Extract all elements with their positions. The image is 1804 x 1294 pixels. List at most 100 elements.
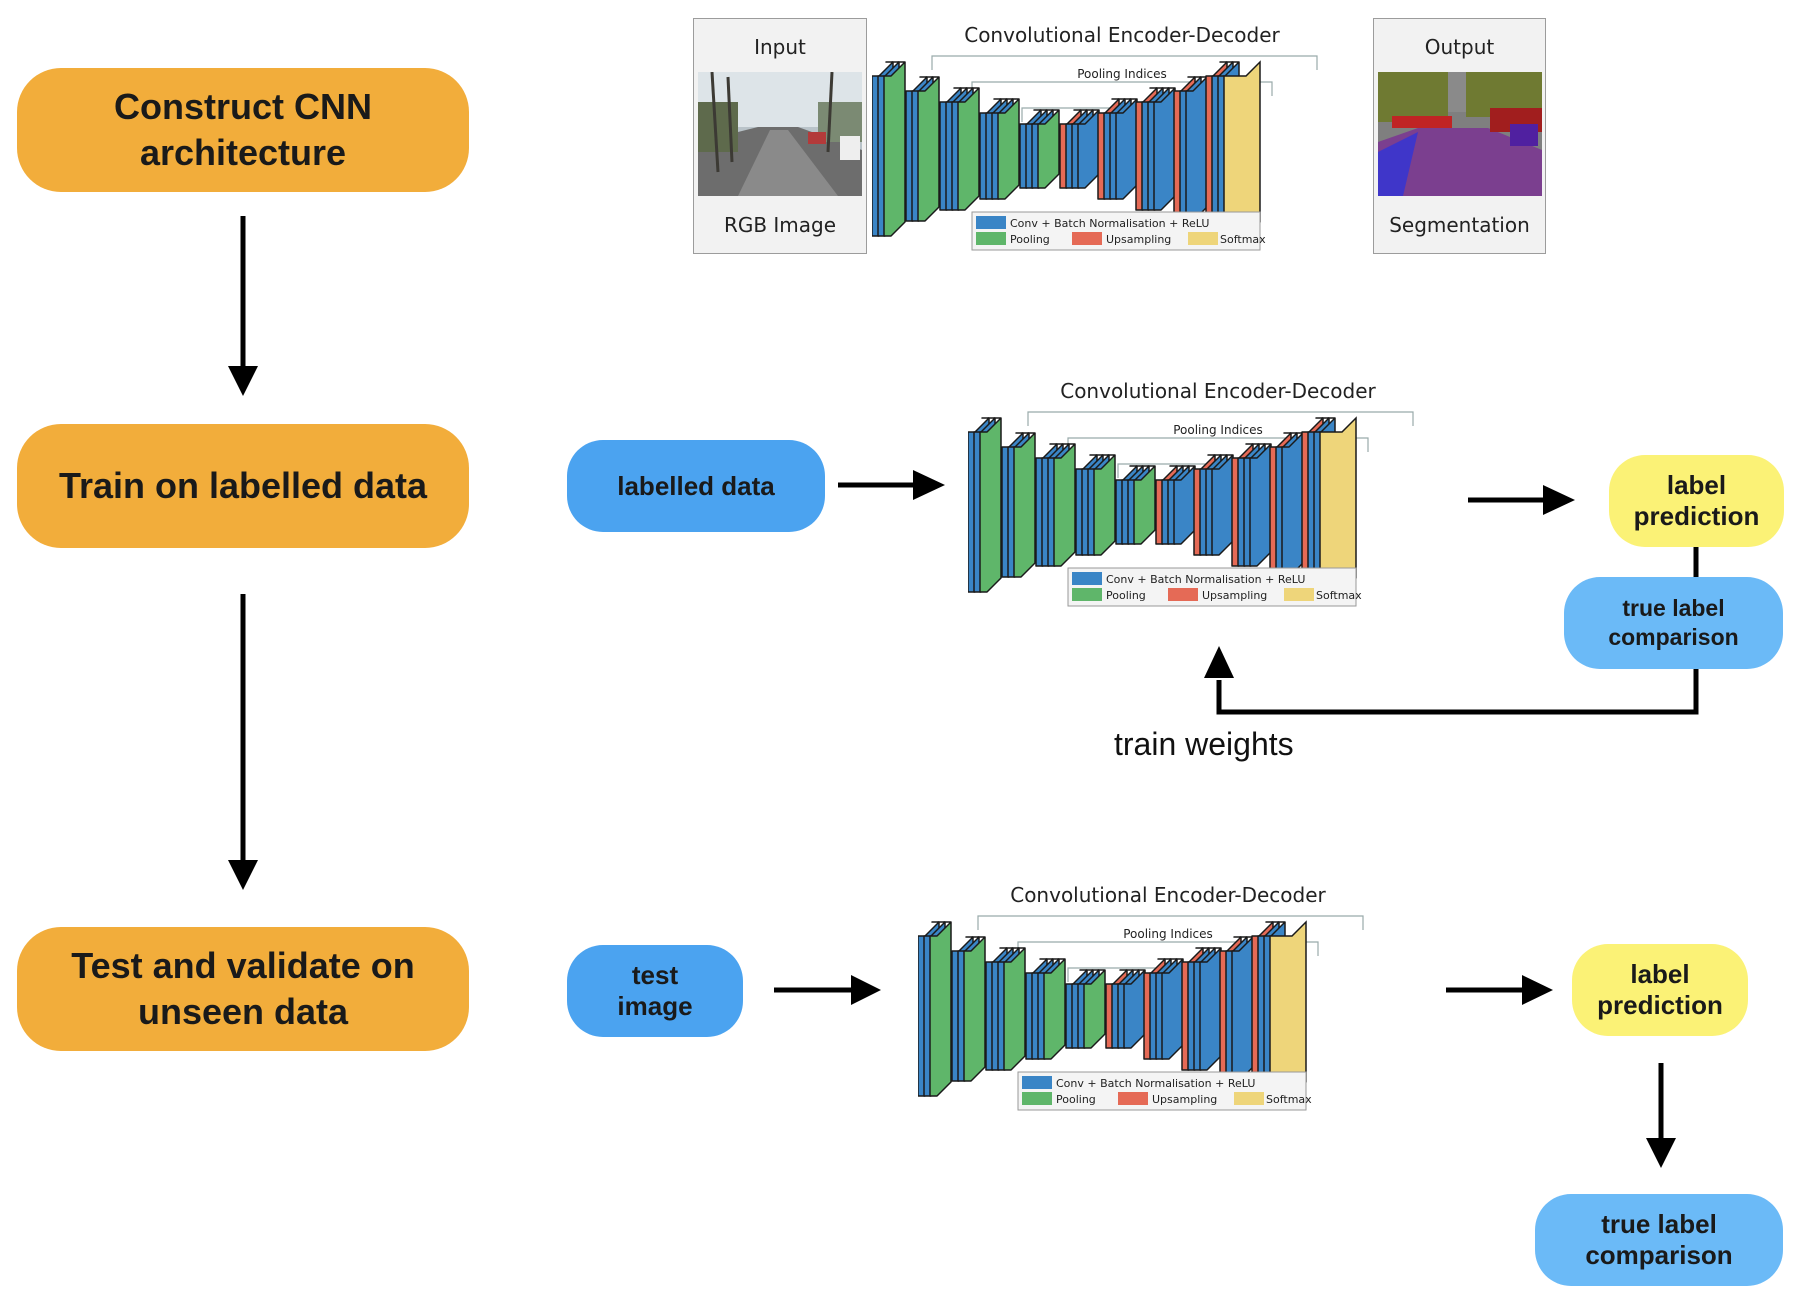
- output-header: Output: [1424, 35, 1495, 59]
- legend-upsampling-label: Upsampling: [1106, 233, 1171, 246]
- rgb-street-image: [698, 72, 862, 196]
- network-legend: Conv + Batch Normalisation + ReLU Pooling…: [1067, 567, 1362, 607]
- arrowhead-train-to-test: [228, 860, 258, 890]
- step-train: Train on labelled data: [17, 424, 469, 548]
- segmentation-image: [1378, 72, 1542, 196]
- input-caption: RGB Image: [723, 213, 837, 237]
- arrowhead-labelled-to-network: [913, 470, 945, 500]
- train-true-label-comparison: true label comparison: [1564, 577, 1783, 669]
- legend-pooling-label: Pooling: [1056, 1093, 1096, 1106]
- arrowhead-train-weights: [1204, 646, 1234, 678]
- conv-layer: [1173, 465, 1196, 545]
- conv-layer: [1211, 454, 1234, 556]
- legend-softmax-label: Softmax: [1316, 589, 1362, 602]
- pooling-indices-label: Pooling Indices: [1173, 423, 1263, 437]
- legend-upsampling-label: Upsampling: [1202, 589, 1267, 602]
- train-weights-feedback-line: [1216, 669, 1699, 715]
- legend-upsampling-swatch: [1072, 232, 1102, 245]
- legend-softmax-label: Softmax: [1266, 1093, 1312, 1106]
- train-weights-label: train weights: [1114, 726, 1294, 762]
- legend-upsampling-swatch: [1118, 1092, 1148, 1105]
- pooling-layer: [1133, 465, 1156, 545]
- output-caption: Segmentation: [1389, 213, 1530, 237]
- pooling-index-line: [1027, 411, 1414, 426]
- conv-layer: [1077, 109, 1100, 189]
- pooling-indices-label: Pooling Indices: [1077, 67, 1167, 81]
- conv-layer: [1161, 958, 1184, 1060]
- pooling-layer: [997, 98, 1020, 200]
- arrowhead-network-to-prediction-train: [1543, 485, 1575, 515]
- input-panel: Input RGB Image: [693, 18, 867, 254]
- pooling-layer: [963, 936, 986, 1082]
- legend-pooling-swatch: [1072, 588, 1102, 601]
- conv-layer: [1281, 432, 1304, 578]
- network-title: Convolutional Encoder-Decoder: [1060, 379, 1376, 403]
- legend-conv-label: Conv + Batch Normalisation + ReLU: [1010, 217, 1209, 230]
- softmax-layer: [1319, 416, 1357, 593]
- conv-layer: [1123, 969, 1146, 1049]
- legend-softmax-label: Softmax: [1220, 233, 1266, 246]
- arrowhead-construct-to-train: [228, 366, 258, 396]
- legend-softmax-swatch: [1188, 232, 1218, 245]
- network-title: Convolutional Encoder-Decoder: [1010, 883, 1326, 907]
- pooling-layer: [979, 417, 1002, 593]
- network-title: Convolutional Encoder-Decoder: [964, 23, 1280, 47]
- legend-conv-swatch: [1022, 1076, 1052, 1089]
- pooling-layer: [917, 76, 940, 222]
- conv-layer: [1199, 947, 1222, 1071]
- step-test: Test and validate on unseen data: [17, 927, 469, 1051]
- legend-conv-label: Conv + Batch Normalisation + ReLU: [1106, 573, 1305, 586]
- legend-upsampling-swatch: [1168, 588, 1198, 601]
- pooling-layer: [1037, 109, 1060, 189]
- legend-pooling-swatch: [1022, 1092, 1052, 1105]
- pooling-index-line: [931, 55, 1318, 70]
- pooling-layer: [883, 61, 906, 237]
- network-legend: Conv + Batch Normalisation + ReLU Pooling…: [971, 211, 1266, 251]
- legend-softmax-swatch: [1234, 1092, 1264, 1105]
- softmax-layer: [1223, 60, 1261, 237]
- conv-layer: [1249, 443, 1272, 567]
- conv-layer: [1185, 76, 1208, 222]
- test-true-label-comparison: true label comparison: [1535, 1194, 1783, 1286]
- pooling-indices-label: Pooling Indices: [1123, 927, 1213, 941]
- pooling-layer: [1083, 969, 1106, 1049]
- network-legend: Conv + Batch Normalisation + ReLU Pooling…: [1017, 1071, 1312, 1111]
- legend-pooling-label: Pooling: [1106, 589, 1146, 602]
- conv-layer: [1153, 87, 1176, 211]
- input-header: Input: [754, 35, 806, 59]
- arrowhead-test-to-network: [851, 975, 881, 1005]
- labelled-data-input: labelled data: [567, 440, 825, 532]
- pooling-layer: [1003, 947, 1026, 1071]
- pooling-layer: [1093, 454, 1116, 556]
- step-construct-cnn: Construct CNN architecture: [17, 68, 469, 192]
- test-image-input: test image: [567, 945, 743, 1037]
- output-panel: Output Segmentation: [1373, 18, 1546, 254]
- legend-conv-label: Conv + Batch Normalisation + ReLU: [1056, 1077, 1255, 1090]
- arrowhead-prediction-to-comparison-test: [1646, 1138, 1676, 1168]
- legend-pooling-swatch: [976, 232, 1006, 245]
- pooling-layer: [1043, 958, 1066, 1060]
- pooling-layer: [957, 87, 980, 211]
- pooling-index-line: [977, 915, 1364, 930]
- pooling-layer: [1053, 443, 1076, 567]
- legend-softmax-swatch: [1284, 588, 1314, 601]
- legend-pooling-label: Pooling: [1010, 233, 1050, 246]
- pooling-layer: [1013, 432, 1036, 578]
- legend-conv-swatch: [1072, 572, 1102, 585]
- train-label-prediction: label prediction: [1609, 455, 1784, 547]
- arrowhead-network-to-prediction-test: [1522, 975, 1553, 1005]
- pooling-layer: [929, 921, 952, 1097]
- legend-upsampling-label: Upsampling: [1152, 1093, 1217, 1106]
- conv-layer: [1231, 936, 1254, 1082]
- conv-layer: [1115, 98, 1138, 200]
- legend-conv-swatch: [976, 216, 1006, 229]
- test-label-prediction: label prediction: [1572, 944, 1748, 1036]
- softmax-layer: [1269, 920, 1307, 1097]
